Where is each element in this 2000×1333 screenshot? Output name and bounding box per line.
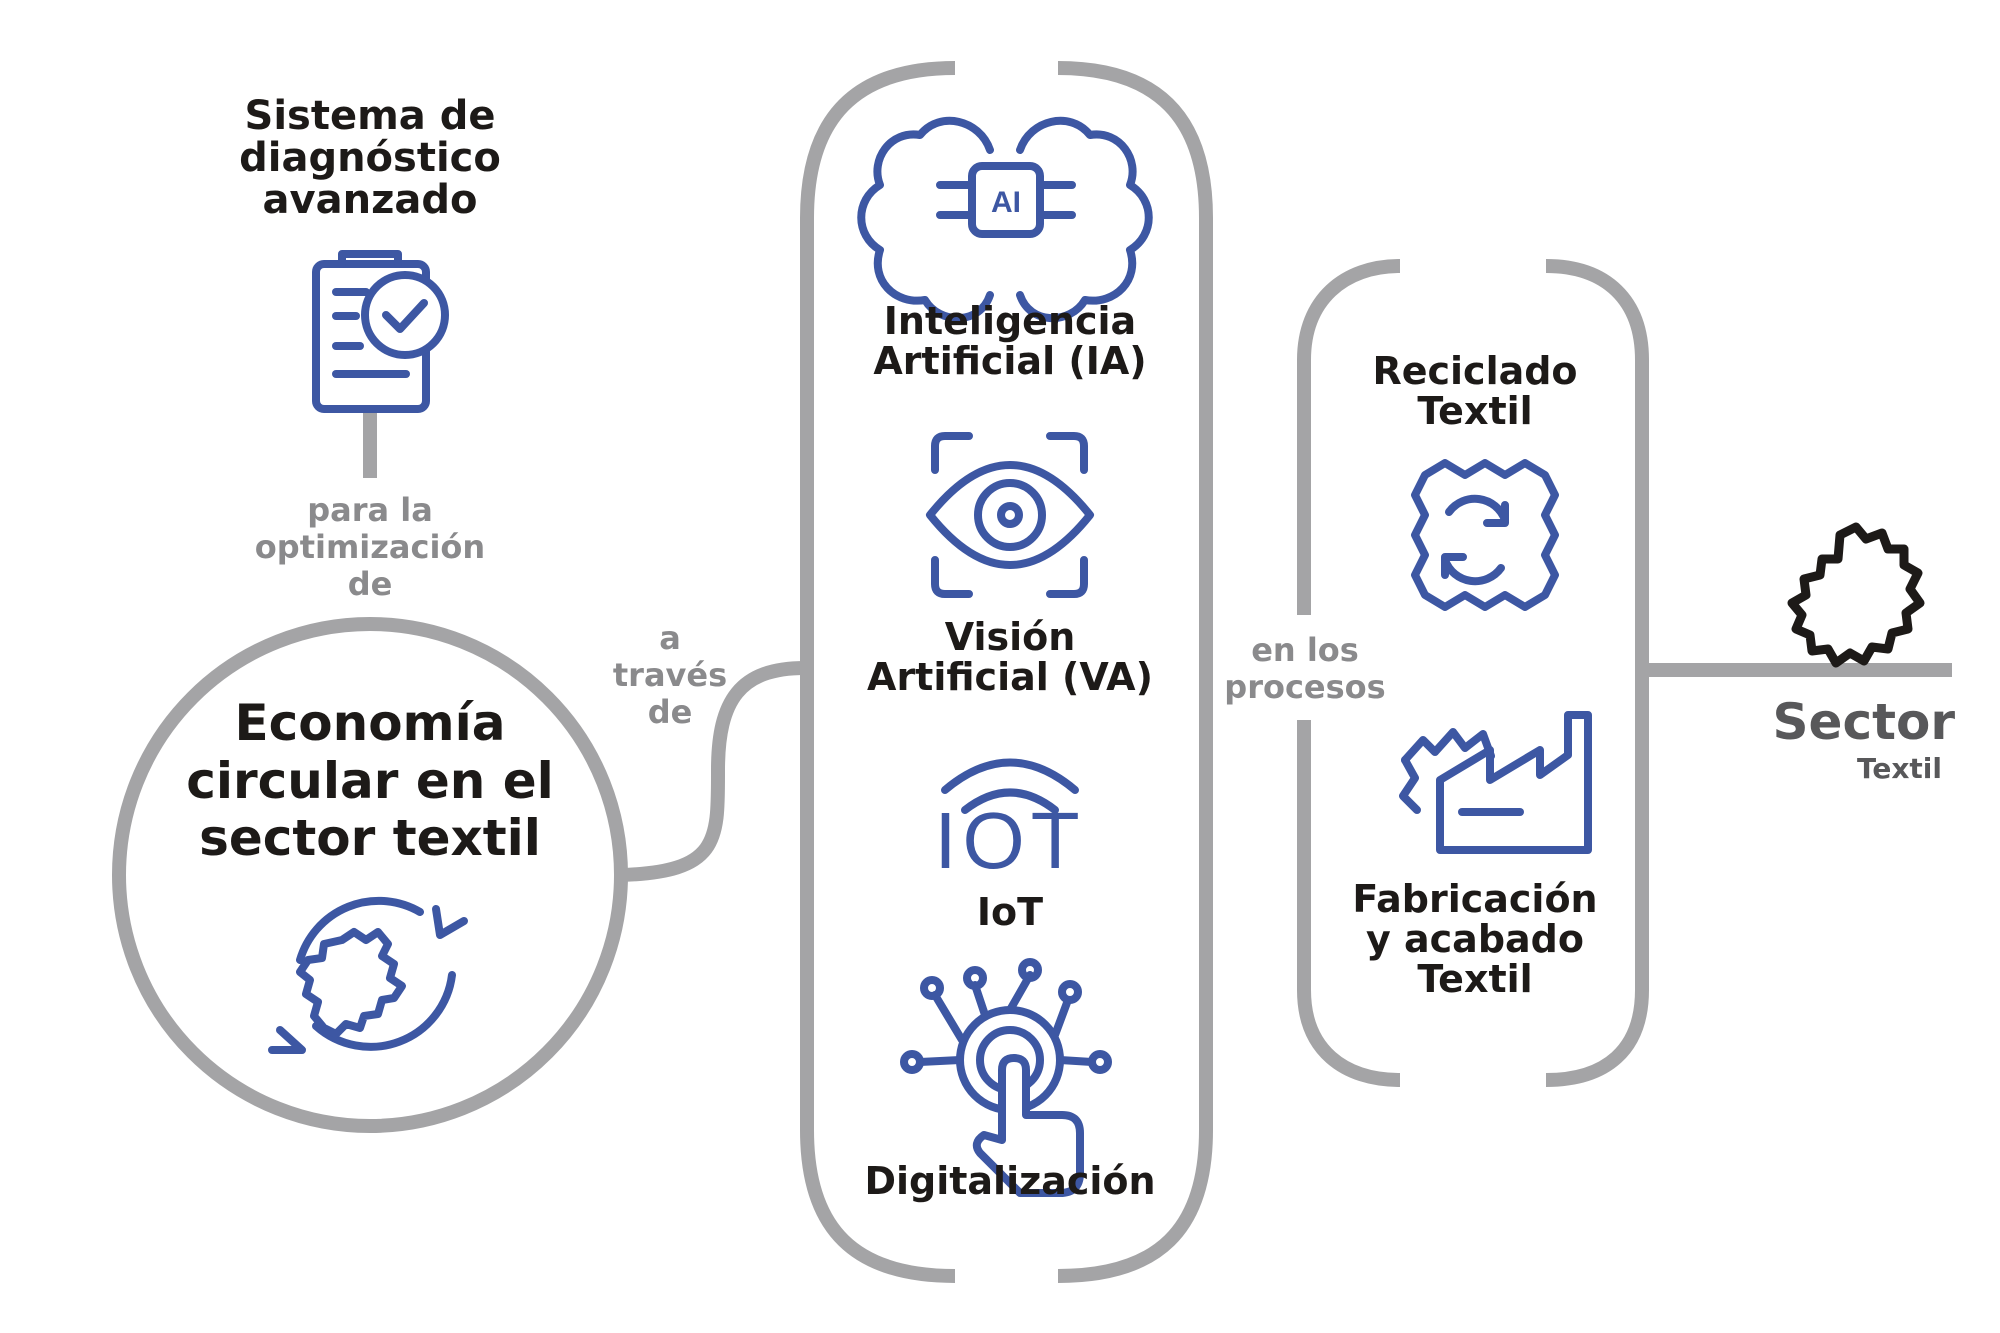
circle-title-line: sector textil bbox=[199, 809, 541, 867]
connector-curve-middle bbox=[620, 661, 806, 882]
tech-label-line: Visión bbox=[944, 615, 1076, 659]
through-label-line: a bbox=[659, 619, 681, 657]
sector-subtitle-text: Textil bbox=[1856, 752, 1942, 785]
process-bracket-left bbox=[1297, 259, 1401, 615]
tech-label-iot: IoT bbox=[840, 890, 1180, 934]
process-bracket-right bbox=[1545, 259, 1649, 1087]
diagnostic-title-line: diagnóstico bbox=[239, 135, 501, 181]
fabric-icon bbox=[1787, 522, 1925, 668]
diagnostic-system-title: Sistema de diagnóstico avanzado bbox=[205, 95, 535, 221]
process-label-line: Textil bbox=[1417, 956, 1533, 1001]
through-label: a través de bbox=[590, 619, 750, 732]
tech-label-line: Digitalización bbox=[864, 1159, 1156, 1203]
tech-label-ai: Inteligencia Artificial (IA) bbox=[840, 299, 1180, 383]
eye-scan-icon bbox=[926, 432, 1094, 598]
sector-title: Sector bbox=[1740, 696, 1955, 749]
factory-icon bbox=[1399, 711, 1592, 854]
optimization-label-line: optimización bbox=[254, 528, 486, 567]
diagnostic-title-line: Sistema de bbox=[244, 93, 496, 139]
through-label-line: de bbox=[647, 693, 693, 732]
circular-economy-title: Economía circular en el sector textil bbox=[150, 694, 590, 868]
optimization-label: para la optimización de bbox=[235, 491, 505, 604]
optimization-label-line: para la bbox=[307, 491, 433, 529]
fabric-recycle-icon bbox=[1411, 459, 1559, 611]
ai-brain-icon bbox=[857, 116, 1153, 323]
circular-recycle-icon bbox=[268, 896, 468, 1054]
sector-title-text: Sector bbox=[1772, 693, 1955, 751]
tech-label-vision: Visión Artificial (VA) bbox=[840, 615, 1180, 699]
tech-label-line: Artificial (VA) bbox=[867, 654, 1153, 699]
ai-chip-label: AI bbox=[991, 186, 1021, 219]
touch-network-icon bbox=[900, 958, 1112, 1197]
diagnostic-title-line: avanzado bbox=[262, 177, 478, 223]
process-label-recycling: Reciclado Textil bbox=[1340, 349, 1610, 433]
tech-label-line: Inteligencia bbox=[883, 299, 1137, 343]
process-label-line: Fabricación bbox=[1352, 877, 1598, 921]
process-label-manufacturing: Fabricación y acabado Textil bbox=[1330, 877, 1620, 1001]
tech-bracket-right bbox=[1057, 61, 1213, 1283]
tech-label-line: Artificial (IA) bbox=[873, 338, 1147, 383]
processes-label-line: en los bbox=[1251, 631, 1359, 669]
sector-subtitle: Textil bbox=[1800, 752, 1942, 785]
tech-bracket-left bbox=[800, 61, 956, 1283]
process-bracket-left-lower bbox=[1297, 720, 1401, 1087]
iot-icon-text: IOT bbox=[934, 796, 1085, 885]
tech-label-line: IoT bbox=[976, 890, 1044, 934]
circle-title-line: Economía bbox=[234, 694, 506, 752]
iot-icon bbox=[941, 758, 1079, 814]
processes-label: en los procesos bbox=[1215, 631, 1395, 707]
process-label-line: Reciclado bbox=[1372, 349, 1578, 393]
optimization-label-line: de bbox=[347, 565, 393, 604]
processes-label-line: procesos bbox=[1224, 668, 1386, 707]
process-label-line: Textil bbox=[1417, 388, 1533, 433]
process-label-line: y acabado bbox=[1366, 916, 1584, 961]
tech-label-digital: Digitalización bbox=[840, 1159, 1180, 1203]
clipboard-check-icon bbox=[312, 250, 449, 413]
circle-title-line: circular en el bbox=[186, 751, 554, 810]
through-label-line: través bbox=[612, 656, 728, 695]
